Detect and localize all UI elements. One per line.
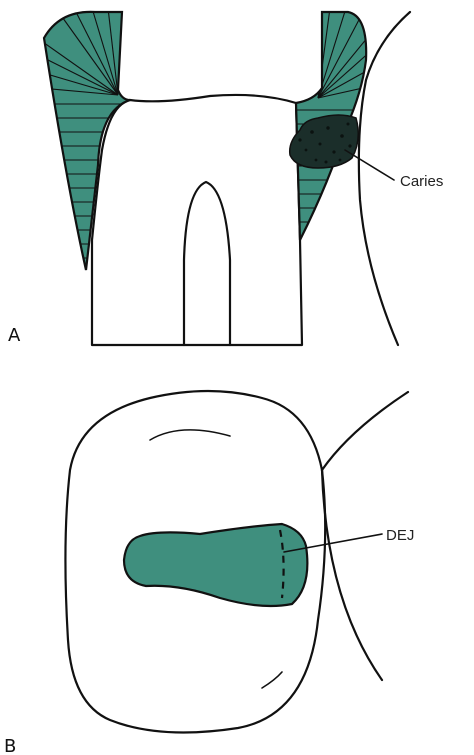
- panel-b: DEJ B: [4, 391, 414, 755]
- adjacent-tooth-upper: [322, 392, 408, 470]
- occlusal-restoration: [124, 524, 307, 606]
- cusp-line: [150, 430, 230, 440]
- panel-a: Caries A: [8, 8, 443, 346]
- panel-a-label: A: [8, 325, 21, 346]
- left-restoration: [40, 8, 130, 270]
- pulp-canal: [184, 182, 230, 345]
- groove-line: [262, 672, 282, 688]
- adjacent-tooth-lower: [322, 470, 382, 680]
- panel-b-label: B: [4, 736, 16, 755]
- caries-label: Caries: [400, 173, 443, 190]
- caries-leader-line: [345, 150, 394, 180]
- dej-label: DEJ: [386, 527, 414, 544]
- left-restoration-fill: [44, 12, 130, 270]
- tooth-crown-outline: [92, 95, 302, 345]
